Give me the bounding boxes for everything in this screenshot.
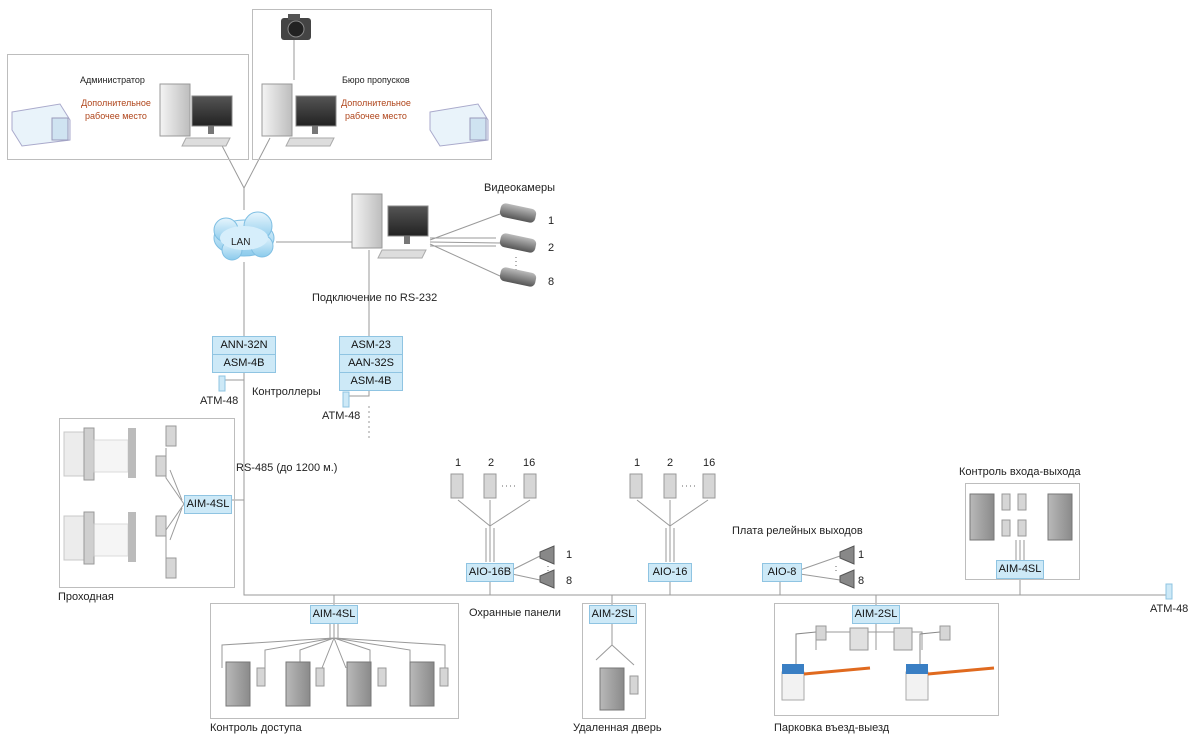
access-zone-box: [210, 603, 459, 719]
access-module: AIM-4SL: [310, 605, 358, 624]
sensor-number: 2: [667, 457, 674, 469]
remote-door-zone-box: [582, 603, 646, 719]
admin-label: Администратор: [80, 75, 145, 85]
entry-exit-title: Контроль входа-выхода: [959, 466, 1081, 478]
admin-computer-icon: [159, 83, 233, 147]
atm-left-label: ATM-48: [200, 395, 239, 407]
admin-extra-label: Дополнительное рабочее место: [81, 98, 151, 121]
remote-door-title: Удаленная дверь: [573, 722, 662, 734]
sensor-number: 16: [523, 457, 536, 469]
entrance-title: Проходная: [58, 591, 114, 603]
access-title: Контроль доступа: [210, 722, 302, 734]
door-reader-icon: [256, 493, 1027, 695]
cameras-title: Видеокамеры: [484, 182, 556, 194]
rs232-label: Подключение по RS-232: [312, 292, 438, 304]
lan-cloud-icon: [213, 211, 275, 261]
parking-module: AIM-2SL: [852, 605, 900, 624]
relay-number: 8: [858, 575, 865, 587]
remote-door-module: AIM-2SL: [589, 605, 637, 624]
security-title: Охранные панели: [469, 607, 561, 619]
siren-number: 1: [566, 549, 573, 561]
camera-number-8: 8: [548, 276, 555, 288]
controller-module: ASM-4B: [212, 354, 276, 373]
atm-left-block: [218, 375, 226, 392]
badge-card-printer-icon: [429, 103, 489, 147]
admin-card-printer-icon: [11, 103, 71, 147]
atm-end-label: ATM-48: [1150, 603, 1189, 615]
badge-zone-box: [252, 9, 492, 160]
server-computer-icon: [351, 193, 429, 259]
atm-end-block: [1165, 583, 1173, 600]
relay-number: 1: [858, 549, 865, 561]
parking-title: Парковка въезд-выезд: [774, 722, 890, 734]
left-controller-stack: ANN-32N ASM-4B: [212, 336, 276, 373]
entrance-zone-box: [59, 418, 235, 588]
admin-zone-box: [7, 54, 249, 160]
controller-module: ASM-23: [339, 336, 403, 354]
lan-label: LAN: [231, 237, 251, 248]
badge-extra-label: Дополнительное рабочее место: [341, 98, 411, 121]
badge-office-computer-icon: [261, 83, 337, 147]
sensor-number: 1: [634, 457, 641, 469]
parking-zone-box: [774, 603, 999, 716]
parking-barrier-icon: [781, 625, 995, 701]
atm-right-label: ATM-48: [322, 410, 361, 422]
door-icon: [225, 493, 1073, 711]
rs485-label: RS-485 (до 1200 м.): [236, 462, 338, 474]
security-sensor-icon: [450, 473, 716, 499]
controller-module: ANN-32N: [212, 336, 276, 354]
entry-exit-module: AIM-4SL: [996, 560, 1044, 579]
sensor-number: 1: [455, 457, 462, 469]
sensor-number: 2: [488, 457, 495, 469]
controller-module: ASM-4B: [339, 372, 403, 391]
aio16b-module: AIO-16B: [466, 563, 514, 582]
aio8-module: AIO-8: [762, 563, 802, 582]
entry-exit-zone-box: [965, 483, 1080, 580]
siren-icon: [539, 545, 855, 589]
controller-module: AAN-32S: [339, 354, 403, 372]
video-camera-icon: [499, 203, 537, 287]
siren-number: 8: [566, 575, 573, 587]
atm-right-block: [342, 391, 350, 408]
right-controller-stack: ASM-23 AAN-32S ASM-4B: [339, 336, 403, 391]
aio16-module: AIO-16: [648, 563, 692, 582]
card-reader-icon: [155, 425, 177, 579]
camera-number-2: 2: [548, 242, 555, 254]
badge-office-label: Бюро пропусков: [342, 75, 410, 85]
turnstile-icon: [63, 427, 136, 565]
camera-number-1: 1: [548, 215, 555, 227]
controllers-title: Контроллеры: [252, 386, 321, 398]
sensor-number: 16: [703, 457, 716, 469]
photo-camera-icon: [281, 14, 311, 40]
entrance-module: AIM-4SL: [184, 495, 232, 514]
relay-title: Плата релейных выходов: [732, 525, 863, 537]
